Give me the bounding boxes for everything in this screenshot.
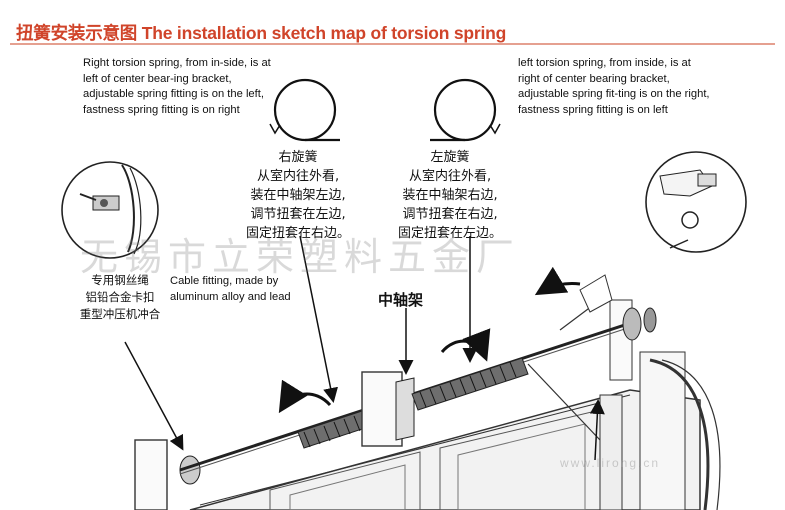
right-rotation-arrow — [440, 328, 491, 362]
watermark-url: www.lirong.cn — [560, 456, 661, 470]
cable-drum — [622, 307, 657, 341]
cable-fitting-cn-note: 专用钢丝绳 铝铅合金卡扣 重型冲压机冲合 — [64, 272, 176, 323]
left-spring-cn-line: 调节扭套在右边, — [402, 207, 498, 222]
left-spring-cn-line: 左旋簧 — [430, 150, 470, 165]
page-title: 扭簧安装示意图 The installation sketch map of t… — [16, 23, 507, 43]
header: 扭簧安装示意图 The installation sketch map of t… — [0, 0, 785, 46]
right-spring-cn-line: 从室内往外看, — [256, 169, 340, 184]
left-torsion-description: left torsion spring, from inside, is at … — [518, 57, 710, 116]
center-bearing-bracket — [361, 371, 415, 447]
right-spring-cn-line: 装在中轴架左边, — [250, 188, 346, 203]
cable-cn-line: 铝铅合金卡扣 — [85, 290, 155, 304]
left-rotation-arrow — [278, 379, 332, 414]
left-spring-cn-line: 固定扭套在左边。 — [398, 226, 503, 241]
garage-door — [189, 299, 721, 510]
left-torsion-spring — [411, 357, 529, 411]
right-spring-cn-line: 右旋簧 — [278, 150, 318, 165]
header-divider — [10, 43, 775, 45]
center-axis-label: 中轴架 — [378, 291, 424, 309]
right-spring-rotation-symbol — [269, 78, 340, 142]
left-spring-rotation-symbol — [430, 78, 501, 142]
cable-cn-line: 重型冲压机冲合 — [79, 307, 161, 321]
cable-fitting-en-note: Cable fitting, made by aluminum alloy an… — [170, 275, 291, 303]
bracket-detail — [645, 151, 747, 253]
right-spring-cn-note: 右旋簧 从室内往外看, 装在中轴架左边, 调节扭套在左边, 固定扭套在右边。 — [246, 148, 350, 243]
cable-cn-line: 专用钢丝绳 — [91, 273, 149, 287]
left-end-bracket — [134, 439, 201, 510]
cable-fitting-detail — [61, 161, 159, 259]
right-torsion-description: Right torsion spring, from in-side, is a… — [83, 57, 271, 116]
right-spring-cn-line: 调节扭套在左边, — [250, 207, 346, 222]
right-spring-cn-line: 固定扭套在右边。 — [246, 226, 351, 241]
watermark: 无锡市立荣塑料五金厂 — [80, 235, 521, 279]
left-spring-cn-note: 左旋簧 从室内往外看, 装在中轴架右边, 调节扭套在右边, 固定扭套在左边。 — [398, 148, 502, 243]
left-spring-cn-line: 从室内往外看, — [408, 169, 492, 184]
left-spring-cn-line: 装在中轴架右边, — [402, 188, 498, 203]
